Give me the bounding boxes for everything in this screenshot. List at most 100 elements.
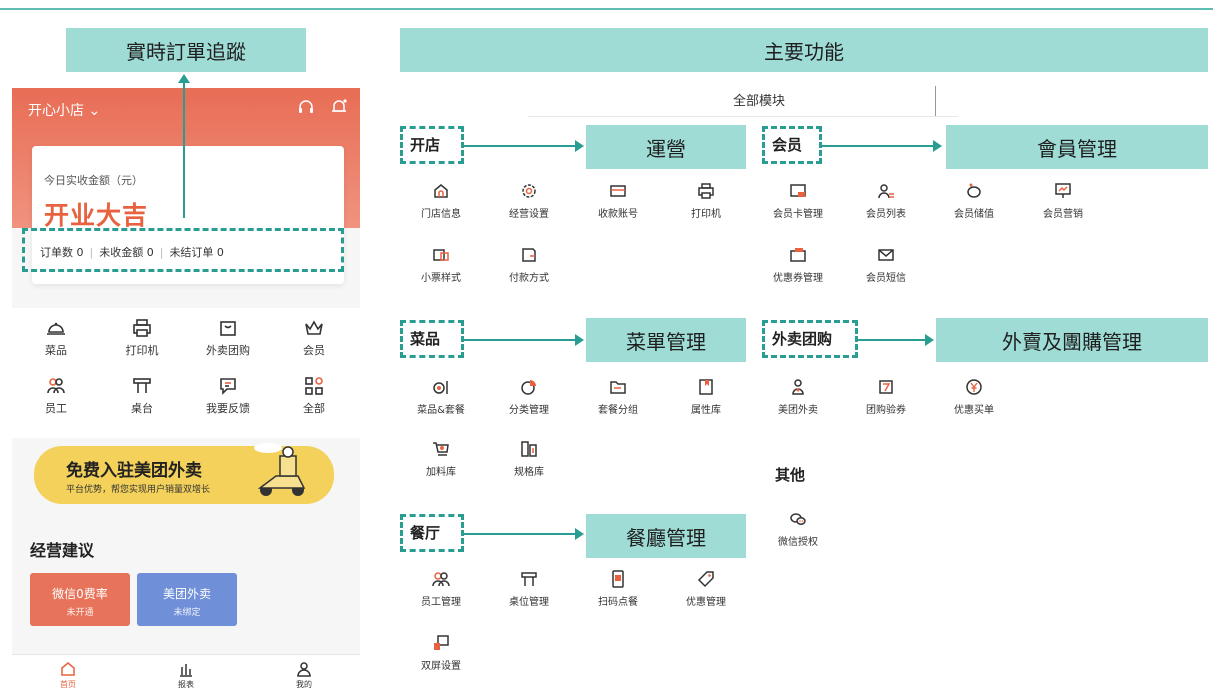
item-category-management[interactable]: 分类管理 [493,378,565,416]
item-label: 员工管理 [421,597,461,608]
grid-item-feedback[interactable]: 我要反馈 [188,376,268,416]
grid-item-delivery[interactable]: 外卖团购 [188,318,268,358]
tab-home[interactable]: 首页 [38,661,98,690]
item-label: 优惠券管理 [773,273,823,284]
item-label: 付款方式 [509,273,549,284]
item-label: 团购验券 [866,405,906,416]
tab-underline [528,116,958,117]
label-restaurant-management: 餐廳管理 [586,514,746,558]
item-business-settings[interactable]: 经营设置 [493,182,565,220]
highlight-order-stats [22,228,344,272]
label-text: 運營 [646,136,686,161]
bag-icon [220,321,236,336]
stat-open-orders: 未结订单 0 [169,246,224,259]
item-table-management[interactable]: 桌位管理 [493,570,565,608]
crown-icon [305,320,323,335]
item-label: 打印机 [691,209,721,220]
item-label: 菜品&套餐 [417,405,465,416]
printer-icon [133,319,151,337]
item-label: 经营设置 [509,209,549,220]
item-dishes-sets[interactable]: 菜品&套餐 [405,378,477,416]
grid-label: 桌台 [131,402,153,415]
user-icon [297,662,311,677]
item-scan-order[interactable]: 扫码点餐 [582,570,654,608]
label-realtime-order-tracking: 實時訂單追蹤 [66,28,306,72]
phone-screen: 开心小店 ⌄ 今日实收金额（元） 开业大吉 订单数 0| 未收金额 0| 未结订… [12,88,360,693]
bell-icon[interactable] [330,98,348,116]
item-set-groups[interactable]: 套餐分组 [582,378,654,416]
item-label: 会员卡管理 [773,209,823,220]
item-staff-management[interactable]: 员工管理 [405,570,477,608]
item-member-marketing[interactable]: 会员营销 [1027,182,1099,220]
tab-reports[interactable]: 报表 [156,661,216,690]
store-selector[interactable]: 开心小店 ⌄ [28,100,100,120]
highlight-open-store [400,126,464,164]
headset-icon[interactable] [297,98,315,116]
vip-card-icon [790,184,806,197]
item-label: 会员营销 [1043,209,1083,220]
grid-item-printer[interactable]: 打印机 [102,318,182,358]
grid-item-tables[interactable]: 桌台 [102,376,182,416]
tile-wechat[interactable]: 微信0费率未开通 [30,573,130,626]
tile-title: 美团外卖 [162,587,211,601]
piggy-bank-icon [967,183,981,198]
banner-title: 免费入驻美团外卖 [66,461,202,481]
item-member-deposit[interactable]: 会员储值 [938,182,1010,220]
store-icon [434,184,448,198]
phone-scan-icon [612,570,624,588]
item-payment-method[interactable]: 付款方式 [493,246,565,284]
item-dual-screen[interactable]: 双屏设置 [405,634,477,672]
highlight-dishes [400,320,464,358]
item-coupon-management[interactable]: 优惠券管理 [762,246,834,284]
arrow-to-restaurant-mgmt [464,528,584,540]
item-printer[interactable]: 打印机 [670,182,742,220]
grid-item-all[interactable]: 全部 [274,376,354,416]
arrow-to-member-mgmt [822,140,942,152]
tile-title: 微信0费率 [52,587,108,601]
tab-mine[interactable]: 我的 [274,661,334,690]
item-add-on-library[interactable]: 加料库 [405,440,477,478]
divider [935,86,936,116]
item-receipt-style[interactable]: 小票样式 [405,246,477,284]
item-member-sms[interactable]: 会员短信 [850,246,922,284]
presentation-icon [1055,183,1071,198]
label-member-management: 會員管理 [946,125,1208,169]
folder-icon [610,381,626,394]
staff-icon [432,572,450,587]
grid-item-member[interactable]: 会员 [274,318,354,358]
item-label: 扫码点餐 [598,597,638,608]
item-label: 小票样式 [421,273,461,284]
stat-unpaid: 未收金额 0 [99,246,154,259]
banner-subtitle: 平台优势，帮您实现用户销量双增长 [66,485,211,495]
item-discount-checkout[interactable]: 优惠买单 [938,378,1010,416]
tab-all-modules[interactable]: 全部模块 [733,94,786,109]
receipt-icon [433,249,449,261]
order-stats: 订单数 0| 未收金额 0| 未结订单 0 [40,245,224,260]
grid-label: 菜品 [45,344,67,357]
item-store-info[interactable]: 门店信息 [405,182,477,220]
grid-label: 会员 [303,344,325,357]
item-meituan-delivery[interactable]: 美团外卖 [762,378,834,416]
item-label: 分类管理 [509,405,549,416]
label-operations: 運營 [586,125,746,169]
tile-subtitle: 未绑定 [173,608,201,618]
item-discount-management[interactable]: 优惠管理 [670,570,742,608]
grid-item-staff[interactable]: 员工 [16,376,96,416]
dish-cover-icon [47,322,65,335]
meituan-banner[interactable]: 免费入驻美团外卖 平台优势，帮您实现用户销量双增长 [34,443,334,504]
highlight-delivery [762,320,858,358]
grid-item-dishes[interactable]: 菜品 [16,318,96,358]
book-icon [699,379,713,395]
item-spec-library[interactable]: 规格库 [493,440,565,478]
category-restaurant: 餐厅 [410,524,441,542]
category-delivery: 外卖团购 [772,330,833,348]
tile-meituan[interactable]: 美团外卖未绑定 [137,573,237,626]
item-attribute-library[interactable]: 属性库 [670,378,742,416]
item-payment-account[interactable]: 收款账号 [582,182,654,220]
item-wechat-auth[interactable]: 微信授权 [762,510,834,548]
arrow-to-menu-mgmt [464,334,584,346]
item-member-list[interactable]: 会员列表 [850,182,922,220]
item-member-card[interactable]: 会员卡管理 [762,182,834,220]
store-name: 开心小店 [28,103,84,119]
item-group-voucher[interactable]: 团购验券 [850,378,922,416]
